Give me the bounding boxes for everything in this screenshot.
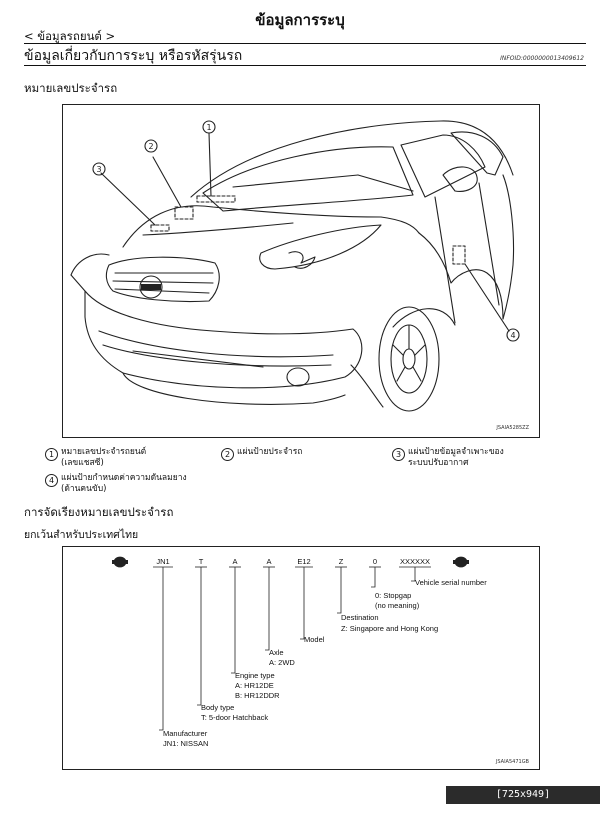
- legend-number: 4: [45, 474, 58, 487]
- label-serial: Vehicle serial number: [415, 578, 487, 587]
- headlight: [259, 224, 382, 270]
- grille: [105, 256, 220, 303]
- start-emblem-icon: [112, 556, 128, 568]
- vin-code-axle: A: [266, 557, 271, 566]
- legend-item-4: 4 แผ่นป้ายกำหนดค่าความดันลมยาง(ด้านคนขับ…: [45, 473, 245, 497]
- label-body-1: Body type: [201, 703, 234, 712]
- vin-code-manufacturer: JN1: [156, 557, 169, 566]
- label-engine-3: B: HR12DDR: [235, 691, 280, 700]
- vin-figure-code: JSAIA5471GB: [495, 759, 530, 765]
- page-title: ข้อมูลการระบุ: [255, 11, 345, 29]
- callout-3: 3: [96, 165, 101, 174]
- nissan-emblem: [139, 275, 163, 299]
- document-id: INFOID:0000000013409612: [500, 55, 584, 62]
- vin-location-box-1: [196, 195, 236, 203]
- body-side: [418, 232, 504, 320]
- fog-light: [286, 367, 310, 387]
- vin-code-serial: XXXXXX: [400, 557, 430, 566]
- vin-figure: JN1 T A A E12 Z 0 XXXXXX Vehicle serial …: [62, 546, 540, 770]
- hood-front: [122, 205, 382, 248]
- legend-item-2: 2 แผ่นป้ายประจำรถ: [221, 447, 381, 461]
- legend-item-1: 1 หมายเลขประจำรถยนต์(เลขแชสซี): [45, 447, 215, 471]
- front-side-window: [400, 134, 486, 198]
- car-figure: 1 2 3 4 JSAIA5285ZZ: [62, 104, 540, 438]
- end-emblem-icon: [453, 556, 469, 568]
- car-illustration: 1 2 3 4 JSAIA5285ZZ: [70, 120, 530, 431]
- label-manufacturer-2: JN1: NISSAN: [163, 739, 208, 748]
- header-rule: [24, 43, 586, 44]
- label-manufacturer-1: Manufacturer: [163, 729, 208, 738]
- label-destination-2: Z: Singapore and Hong Kong: [341, 624, 438, 633]
- legend-item-3: 3 แผ่นป้ายข้อมูลจำเพาะของระบบปรับอากาศ: [392, 447, 572, 471]
- label-engine-1: Engine type: [235, 671, 275, 680]
- callout-2-circle: [144, 139, 158, 153]
- legend-number: 2: [221, 448, 234, 461]
- vin-code-stopgap: 0: [373, 557, 377, 566]
- label-stopgap-2: (no meaning): [375, 601, 420, 610]
- vin-arrangement-subtitle: ยกเว้นสำหรับประเทศไทย: [24, 529, 139, 541]
- vin-code-body: T: [199, 557, 204, 566]
- callout-2: 2: [148, 142, 153, 151]
- legend-number: 1: [45, 448, 58, 461]
- vin-diagram: JN1 T A A E12 Z 0 XXXXXX Vehicle serial …: [112, 556, 530, 765]
- heading-rule: [24, 65, 586, 66]
- callout-4-circle: [506, 328, 520, 342]
- side-mirror: [442, 166, 478, 192]
- roof-line: [190, 120, 514, 198]
- image-host-footer[interactable]: [725x949] https://upic.me/: [446, 786, 600, 818]
- vin-location-box-4: [452, 245, 466, 265]
- breadcrumb[interactable]: < ข้อมูลรถยนต์ >: [24, 29, 116, 43]
- legend-number: 3: [392, 448, 405, 461]
- label-model: Model: [304, 635, 325, 644]
- label-axle-2: A: 2WD: [269, 658, 295, 667]
- vin-code-model: E12: [297, 557, 310, 566]
- label-body-2: T: 5-door Hatchback: [201, 713, 268, 722]
- label-engine-2: A: HR12DE: [235, 681, 274, 690]
- callout-4: 4: [510, 331, 515, 340]
- callout-1-circle: [202, 120, 216, 134]
- label-axle-1: Axle: [269, 648, 284, 657]
- label-destination-1: Destination: [341, 613, 379, 622]
- windshield: [202, 146, 414, 212]
- callout-3-circle: [92, 162, 106, 176]
- callout-1: 1: [206, 123, 211, 132]
- rear-side-window: [450, 131, 504, 176]
- figure-code: JSAIA5285ZZ: [495, 425, 529, 431]
- label-stopgap-1: 0: Stopgap: [375, 591, 411, 600]
- front-wheel: [378, 306, 440, 412]
- vin-code-destination: Z: [339, 557, 344, 566]
- vin-arrangement-title: การจัดเรียงหมายเลขประจำรถ: [24, 505, 174, 519]
- vin-location-box-3: [150, 224, 170, 232]
- vin-location-box-2: [174, 206, 194, 220]
- vin-code-engine: A: [232, 557, 237, 566]
- vin-location-title: หมายเลขประจำรถ: [24, 81, 118, 95]
- section-heading: ข้อมูลเกี่ยวกับการระบุ หรือรหัสรุ่นรถ: [24, 48, 243, 64]
